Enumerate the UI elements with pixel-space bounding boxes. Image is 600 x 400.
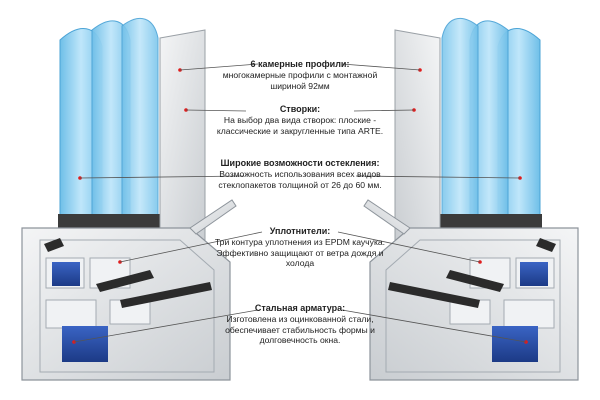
annotation-profiles: 6 камерные профили: многокамерные профил… [212, 59, 388, 91]
window-profile-cross-section-left-icon [21, 17, 237, 381]
leader-lines-left [73, 63, 263, 343]
window-profile-cross-section-right-icon [363, 17, 579, 381]
annotation-sashes: Створки: На выбор два вида створок: плос… [212, 104, 388, 136]
annotation-text: многокамерные профили с монтажной ширино… [222, 70, 378, 91]
annotation-title: 6 камерные профили: [250, 59, 350, 69]
annotation-text: Возможность использования всех видов сте… [218, 169, 382, 190]
annotation-seals: Уплотнители: Три контура уплотнения из E… [212, 226, 388, 269]
annotation-text: На выбор два вида створок: плоские - кла… [216, 115, 384, 136]
annotation-title: Уплотнители: [269, 226, 331, 236]
annotation-title: Стальная арматура: [254, 303, 346, 313]
leader-lines-right [337, 63, 527, 343]
annotation-glazing: Широкие возможности остекления: Возможно… [212, 158, 388, 190]
annotation-title: Створки: [279, 104, 321, 114]
annotation-text: Три контура уплотнения из EPDM каучука. … [214, 237, 386, 269]
annotation-steel-reinforcement: Стальная арматура: Изготовлена из оцинко… [212, 303, 388, 346]
annotation-text: Изготовлена из оцинкованной стали, обесп… [225, 314, 375, 346]
annotation-title: Широкие возможности остекления: [220, 158, 380, 168]
